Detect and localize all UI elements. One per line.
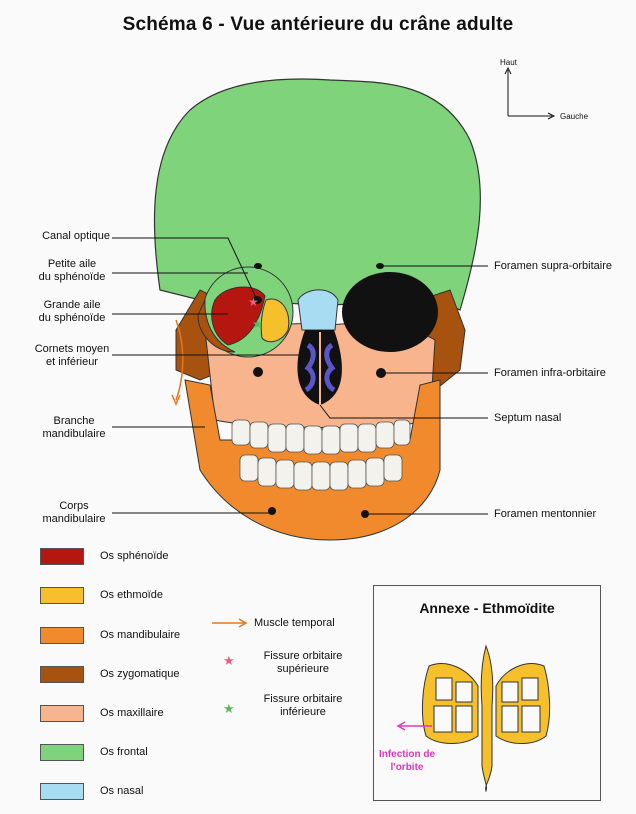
legend-star-inf: ★ (223, 701, 235, 716)
annexe-title: Annexe - Ethmoïdite (419, 600, 555, 616)
label-foramen-infra-orbitaire: Foramen infra-orbitaire (494, 367, 606, 379)
sphenoid-greater-wing (211, 286, 266, 346)
legend-swatch (40, 783, 84, 800)
star-inferior-fissure: ★ (252, 317, 263, 331)
orientation-left: Gauche (560, 112, 589, 121)
mandible-bone (184, 379, 441, 541)
ethmoid-illustration (396, 644, 551, 793)
legend-swatch (40, 627, 84, 644)
legend-swatch (40, 587, 84, 604)
nasal-conchae (304, 342, 336, 393)
legend-label: Os mandibulaire (100, 629, 181, 641)
ethmoid-orbit (260, 298, 290, 343)
temporal-muscle-arrow (175, 319, 184, 401)
right-orbit (342, 272, 438, 352)
infra-orbital-foramen-left (253, 367, 263, 377)
legend-label: Os zygomatique (100, 668, 180, 680)
legend-label: Os nasal (100, 785, 144, 797)
orientation-up: Haut (500, 58, 517, 67)
label-canal-optique: Canal optique (42, 230, 110, 242)
frontal-bone (153, 78, 481, 311)
legend-swatch (40, 548, 84, 565)
mental-foramen-left (268, 507, 276, 515)
supra-orbital-foramen-left (254, 263, 262, 269)
legend-swatch (40, 744, 84, 761)
legend-label: Os maxillaire (100, 707, 164, 719)
nasal-bone (297, 289, 339, 331)
label-septum-nasal: Septum nasal (494, 412, 562, 424)
legend-label: Os frontal (100, 746, 148, 758)
legend-swatch (40, 666, 84, 683)
legend-label: Os ethmoïde (100, 589, 163, 601)
label-foramen-mentonnier: Foramen mentonnier (494, 508, 597, 520)
diagram-title: Schéma 6 - Vue antérieure du crâne adult… (122, 14, 514, 35)
legend-swatch (40, 705, 84, 722)
teeth (231, 419, 411, 491)
legend-muscle-temporal: Muscle temporal (254, 617, 335, 629)
label-foramen-supra-orbitaire: Foramen supra-orbitaire (494, 260, 612, 272)
zygomatic-orbit (197, 299, 236, 353)
legend-star-sup: ★ (223, 653, 235, 668)
legend-label: Os sphénoïde (100, 550, 169, 562)
star-superior-fissure: ★ (248, 295, 259, 309)
